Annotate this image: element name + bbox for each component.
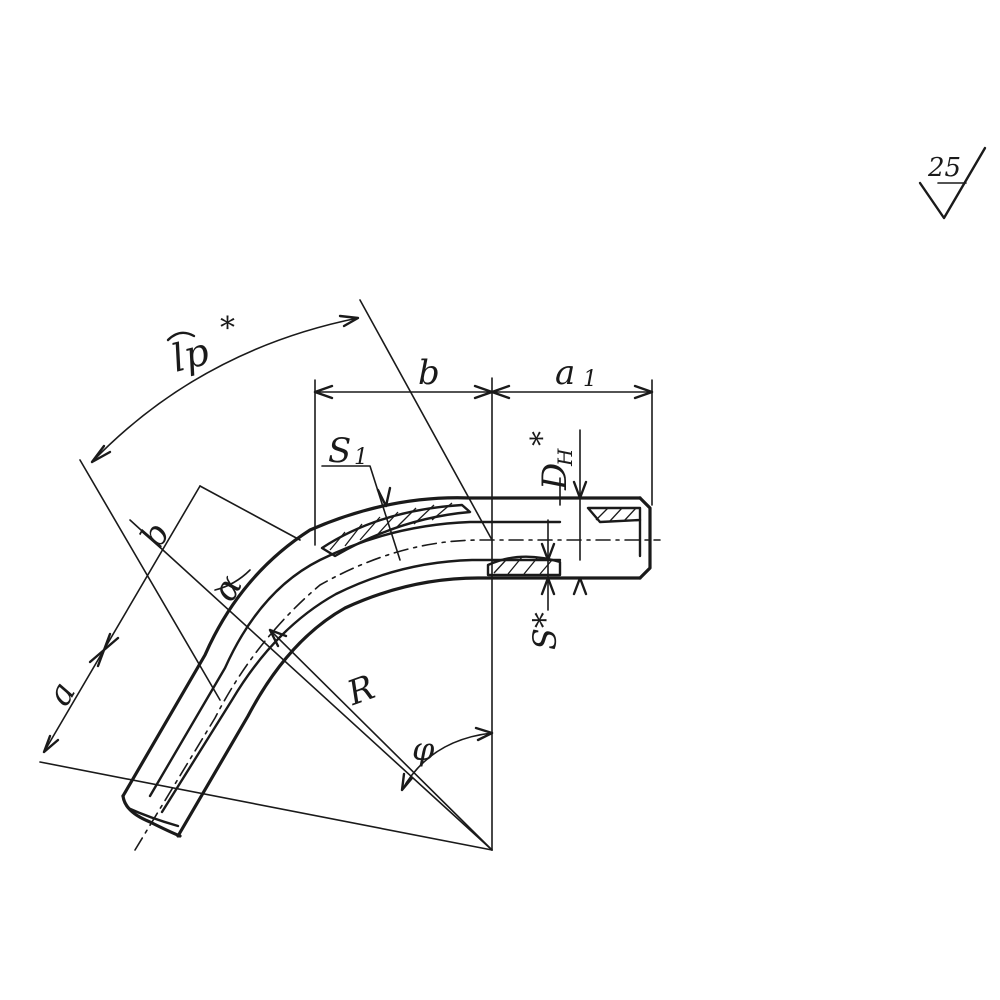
wall-section-end (586, 506, 642, 524)
label-dh: D (535, 463, 575, 491)
roughness-mark: 25 (918, 146, 987, 220)
label-phi: φ (412, 730, 435, 768)
label-dh-sub: H (553, 448, 577, 467)
dimension-dh (572, 429, 588, 596)
pipe-centre-line (134, 539, 661, 851)
roughness-value: 25 (927, 153, 961, 183)
label-b-top: b (418, 353, 440, 393)
label-s-star: S* (526, 612, 564, 650)
wall-section-s (486, 555, 562, 577)
label-arc-length: lp (167, 329, 213, 381)
label-s1-sub: 1 (354, 445, 368, 470)
dimension-arc-length (90, 314, 360, 464)
label-s1: S (328, 431, 351, 471)
arc-accent-icon (166, 331, 196, 342)
label-a-left: a (39, 675, 84, 713)
dimension-radius (268, 628, 288, 648)
pipe-outer-wall (121, 496, 652, 838)
dimension-a-b-left (42, 485, 301, 754)
label-a1-sub: 1 (583, 367, 597, 392)
label-b-left: b (133, 516, 179, 555)
label-alpha: α (205, 568, 251, 608)
dimension-alpha (214, 569, 251, 591)
pipe-inner-wall (148, 520, 562, 814)
dimension-s1-leader (321, 465, 401, 561)
label-dh-star: * (525, 431, 560, 446)
construction-lines (39, 299, 653, 851)
label-a1: a (555, 353, 575, 393)
label-arc-star: * (220, 311, 235, 346)
dimension-phi (400, 726, 494, 792)
dimension-s (540, 519, 556, 611)
dimension-b-a1 (313, 384, 654, 400)
